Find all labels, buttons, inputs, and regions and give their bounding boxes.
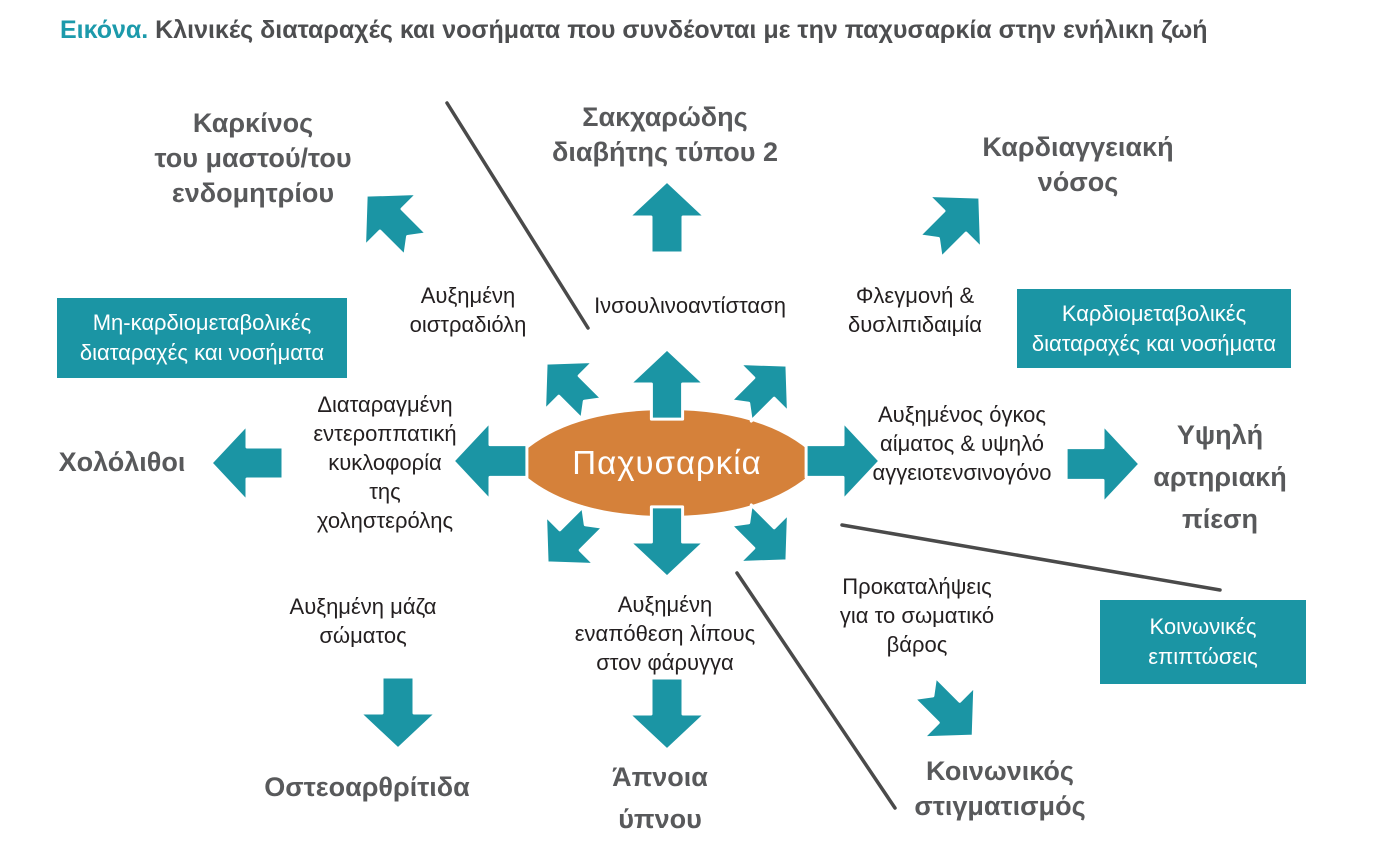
label-estradiol: Αυξημένη οιστραδιόλη [409, 283, 527, 337]
obesity-lens-shape [512, 410, 822, 516]
label-blood-volume-angiotensinogen: Αυξημένος όγκος αίματος & υψηλό αγγειοτε… [872, 402, 1052, 485]
category-box-social: Κοινωνικές επιπτώσεις [1100, 600, 1306, 684]
node-social-stigma: Κοινωνικός στιγματισμός [914, 756, 1086, 821]
node-cardiovascular-disease: Καρδιαγγειακή νόσος [982, 132, 1174, 197]
figure-title: Εικόνα. Κλινικές διαταραχές και νοσήματα… [60, 12, 1315, 48]
figure-title-prefix: Εικόνα. [60, 16, 149, 44]
label-inflammation-dyslipidemia: Φλεγμονή & δυσλιπιδαιμία [848, 283, 982, 337]
divider-line-top-left [445, 101, 590, 330]
node-gallstones: Χολόλιθοι [58, 447, 186, 477]
figure-title-text: Κλινικές διαταραχές και νοσήματα που συν… [148, 16, 1208, 44]
label-insulin-resistance: Ινσουλινοαντίσταση [594, 293, 786, 318]
arrow-outer-down-icon [627, 674, 707, 754]
divider-line-bottom-right [840, 523, 1222, 592]
arrow-outer-up-icon [627, 177, 707, 257]
arrow-outer-down-left-icon [358, 673, 438, 753]
arrow-inner-down-icon [628, 503, 706, 581]
label-weight-bias: Προκαταλήψεις για το σωματικό βάρος [839, 574, 995, 657]
node-type2-diabetes: Σακχαρώδης διαβήτης τύπου 2 [552, 102, 778, 167]
category-box-non-cardiometabolic: Μη-καρδιομεταβολικές διαταραχές και νοσή… [57, 298, 347, 378]
center-node-obesity: Παχυσαρκία [572, 444, 762, 481]
arrow-inner-up-icon [628, 345, 706, 423]
category-box-cardiometabolic: Καρδιομεταβολικές διαταραχές και νοσήματ… [1017, 289, 1291, 368]
label-pharyngeal-fat: Αυξημένη εναπόθεση λίπους στον φάρυγγα [574, 592, 756, 675]
node-sleep-apnea: Άπνοια ύπνου [612, 762, 708, 834]
divider-line-bottom-center [735, 571, 897, 810]
node-breast-endometrial-cancer: Καρκίνος του μαστού/του ενδομητρίου [154, 108, 352, 208]
label-body-mass: Αυξημένη μάζα σώματος [289, 594, 437, 648]
node-high-blood-pressure: Υψηλή αρτηριακή πίεση [1153, 420, 1287, 534]
node-osteoarthritis: Οστεοαρθρίτιδα [264, 772, 470, 802]
label-enterohepatic-circulation: Διαταραγμένη εντεροππατική κυκλοφορία τη… [313, 392, 457, 533]
